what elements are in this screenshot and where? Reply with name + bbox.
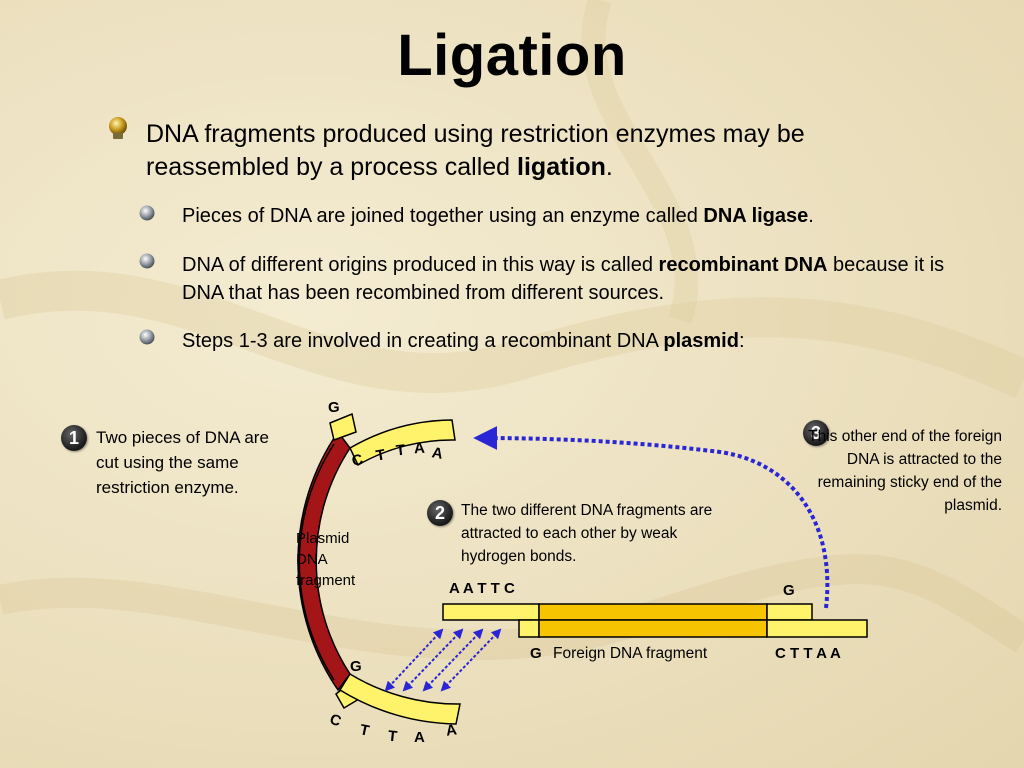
- step-3-text: This other end of the foreign DNA is att…: [808, 428, 1002, 514]
- bullet-text-end: .: [605, 153, 613, 181]
- sub-bullet-3: Steps 1-3 are involved in creating a rec…: [182, 327, 982, 355]
- foreign-dna-fragment: [442, 603, 868, 638]
- plasmid-dna-fragment: [297, 412, 461, 725]
- bullet-text: DNA of different origins produced in thi…: [182, 254, 659, 276]
- bullet-bold-term: recombinant DNA: [658, 254, 828, 276]
- sub-bullet-1: Pieces of DNA are joined together using …: [182, 202, 982, 230]
- slide-title: Ligation: [397, 23, 627, 88]
- bullet-bold-term: plasmid: [663, 330, 739, 352]
- bullet-text-end: because it is DNA that has been recombin…: [182, 254, 945, 304]
- bullet-text-end: .: [808, 205, 814, 227]
- plasmid-bottom-g: G: [350, 658, 362, 675]
- foreign-right-top-seq: G: [783, 582, 795, 599]
- step-1-text: Two pieces of DNA are cut using the same…: [96, 428, 269, 497]
- step-2-text: The two different DNA fragments are attr…: [461, 502, 713, 565]
- bullet-text: DNA fragments produced using restriction…: [146, 120, 805, 181]
- plasmid-bottom-base: A: [444, 721, 458, 740]
- main-bullet-text: DNA fragments produced using restriction…: [146, 118, 946, 184]
- foreign-left-bottom-seq: G: [530, 645, 542, 662]
- bullet-bold-term: ligation: [517, 153, 606, 181]
- bullet-text: Pieces of DNA are joined together using …: [182, 205, 704, 227]
- bullet-text-end: :: [738, 330, 745, 352]
- plasmid-bottom-base: T: [387, 727, 399, 746]
- foreign-left-top-seq: A A T T C: [449, 580, 515, 597]
- bullet-bold-term: DNA ligase: [703, 205, 809, 227]
- foreign-right-bottom-seq: C T T A A: [775, 645, 841, 662]
- plasmid-top-base: T: [395, 441, 407, 460]
- attraction-arrow: [473, 426, 830, 609]
- step-1-badge: 1: [61, 425, 87, 451]
- plasmid-label: Plasmid DNA fragment: [296, 530, 356, 589]
- plasmid-top-g: G: [328, 399, 340, 416]
- plasmid-top-base: A: [413, 439, 426, 458]
- sub-bullet-2: DNA of different origins produced in thi…: [182, 251, 972, 307]
- plasmid-bottom-base: A: [414, 729, 425, 746]
- hydrogen-bond-arrows: [384, 628, 502, 692]
- step-3-badge: 3: [803, 420, 829, 446]
- foreign-dna-label: Foreign DNA fragment: [553, 645, 708, 662]
- step-2-badge: 2: [427, 500, 453, 526]
- bullet-text: Steps 1-3 are involved in creating a rec…: [182, 330, 664, 352]
